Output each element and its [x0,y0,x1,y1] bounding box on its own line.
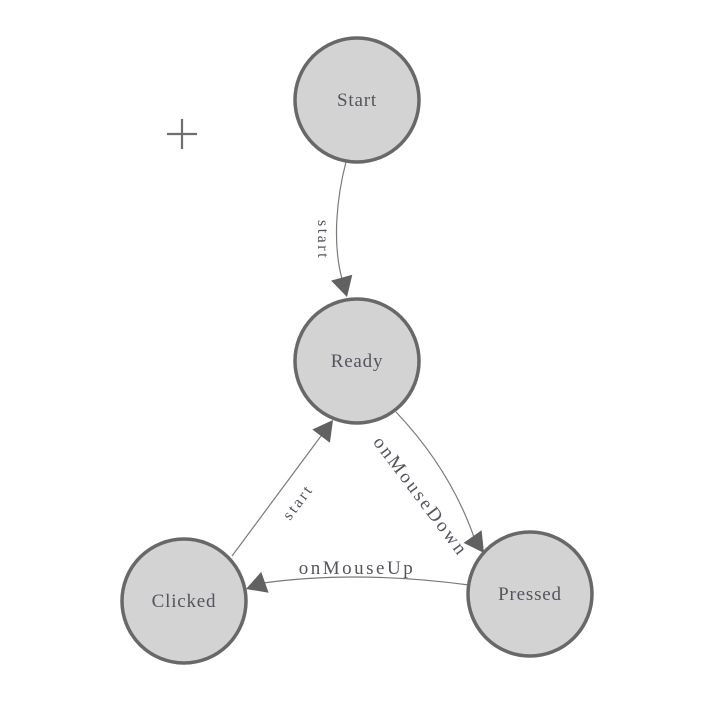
state-node-start-label: Start [337,90,377,111]
arrowhead-into-pressed [463,530,484,553]
state-node-ready-circle[interactable] [293,297,421,425]
state-node-clicked[interactable]: Clicked [120,537,248,665]
edge-pressed-to-clicked[interactable]: onMouseUp [246,558,470,593]
edge-clicked-to-ready-line[interactable] [231,435,322,557]
crosshair-cursor-icon [167,119,197,149]
edge-start-to-ready-line[interactable] [335,161,347,280]
state-node-ready[interactable]: Ready [293,297,421,425]
arrowhead-into-ready-top [331,274,353,297]
edge-pressed-to-clicked-line[interactable] [262,576,470,586]
state-node-start[interactable]: Start [293,36,421,164]
edge-clicked-to-ready[interactable]: start [231,420,333,557]
arrowhead-into-ready-bottom [312,420,333,443]
state-node-ready-label: Ready [331,351,384,372]
state-node-clicked-circle[interactable] [120,537,248,665]
state-node-pressed-circle[interactable] [466,530,594,658]
edge-start-to-ready[interactable]: start [314,161,353,297]
edge-label-start-top: start [314,220,331,260]
edge-ready-to-pressed[interactable]: onMouseDown [368,411,484,561]
edge-label-onmouseup: onMouseUp [299,558,415,579]
state-node-clicked-label: Clicked [152,591,217,612]
arrowhead-into-clicked [246,571,269,593]
edge-label-start-bottom: start [280,481,318,523]
state-node-start-circle[interactable] [293,36,421,164]
state-node-pressed[interactable]: Pressed [466,530,594,658]
state-node-pressed-label: Pressed [498,584,562,605]
edge-ready-to-pressed-line[interactable] [395,411,476,541]
